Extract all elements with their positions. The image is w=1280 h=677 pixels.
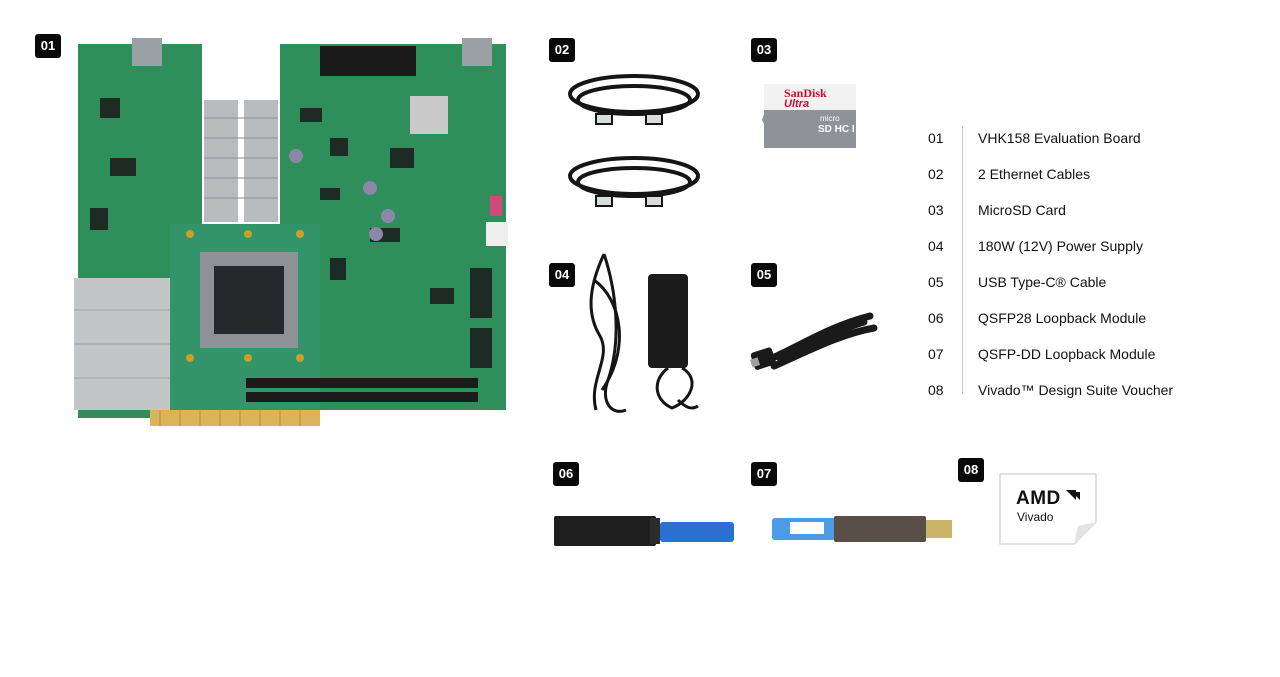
usb-c-cable-image [750,312,878,370]
ultra-logo: Ultra [784,98,810,110]
contents-list: 01 VHK158 Evaluation Board 02 2 Ethernet… [928,120,1228,408]
badge-03: 03 [751,38,777,62]
list-item: 08 Vivado™ Design Suite Voucher [928,372,1228,408]
badge-02: 02 [549,38,575,62]
item-number: 01 [928,130,944,146]
list-item: 03 MicroSD Card [928,192,1228,228]
vivado-label: Vivado [1017,510,1054,524]
power-supply-image [589,253,699,413]
badge-01: 01 [35,34,61,58]
sdhc-mark: SD HC I [818,124,855,135]
item-label: QSFP-DD Loopback Module [978,346,1156,362]
badge-04: 04 [549,263,575,287]
item-number: 05 [928,274,944,290]
item-number: 02 [928,166,944,182]
badge-06: 06 [553,462,579,486]
microsd-mark: micro [820,114,840,123]
list-item: 06 QSFP28 Loopback Module [928,300,1228,336]
list-item: 07 QSFP-DD Loopback Module [928,336,1228,372]
list-item: 01 VHK158 Evaluation Board [928,120,1228,156]
badge-05: 05 [751,263,777,287]
list-item: 04 180W (12V) Power Supply [928,228,1228,264]
badge-07: 07 [751,462,777,486]
list-item: 05 USB Type-C® Cable [928,264,1228,300]
sandisk-logo: SanDisk [784,86,827,100]
item-label: 180W (12V) Power Supply [978,238,1143,254]
item-label: USB Type-C® Cable [978,274,1107,290]
item-label: QSFP28 Loopback Module [978,310,1147,326]
qsfp28-module-image [554,516,734,546]
microsd-card-image [762,84,856,148]
badge-08: 08 [958,458,984,482]
item-number: 04 [928,238,944,254]
list-divider [962,126,963,394]
item-label: Vivado™ Design Suite Voucher [978,382,1174,398]
list-item: 02 2 Ethernet Cables [928,156,1228,192]
evaluation-board-image [74,38,508,426]
vivado-voucher-image [999,473,1097,545]
item-number: 07 [928,346,944,362]
qsfp-dd-module-image [772,516,952,542]
item-number: 06 [928,310,944,326]
item-label: MicroSD Card [978,202,1066,218]
ethernet-cables-image [568,74,700,207]
item-label: VHK158 Evaluation Board [978,130,1141,146]
item-label: 2 Ethernet Cables [978,166,1091,182]
item-number: 08 [928,382,944,398]
amd-logo: AMD [1016,488,1061,509]
item-number: 03 [928,202,944,218]
